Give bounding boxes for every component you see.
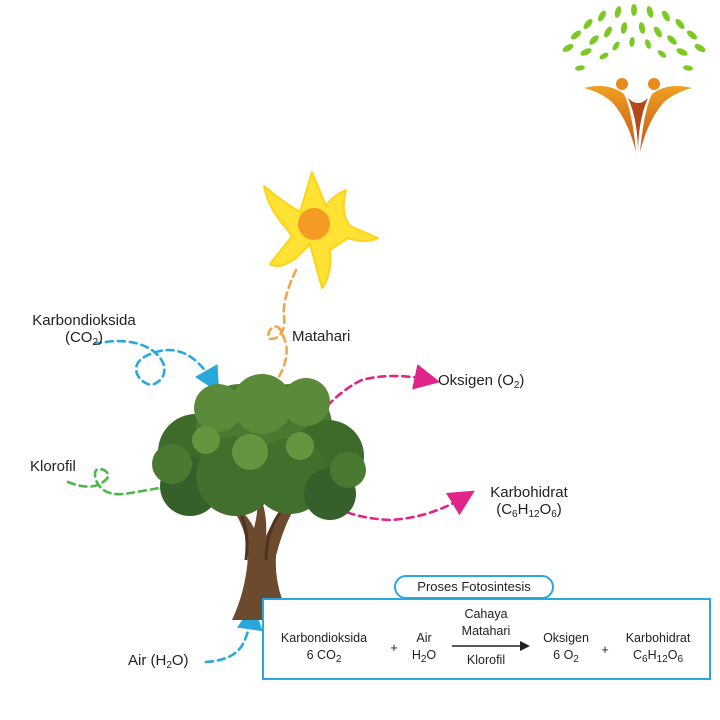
oxygen-arrow [310, 364, 441, 426]
product2-c-sub: 6 [642, 653, 648, 665]
water-end: O) [171, 652, 189, 669]
above-arrow-1: Cahaya [464, 607, 508, 621]
above-arrow-2: Matahari [461, 623, 511, 638]
co2-label: Karbondioksida (CO2) [32, 312, 136, 349]
carb-h: H [517, 501, 529, 519]
water-label: Air (H2O) [128, 652, 189, 671]
reactant1-formula: 6 CO2 [266, 647, 382, 665]
plus-sign-2: + [601, 643, 609, 657]
reactant-water: Air H2O [404, 630, 444, 664]
carb-h-sub: 12 [528, 509, 540, 521]
water-subscript: 2 [166, 660, 172, 671]
oxygen-subscript: 2 [513, 380, 520, 391]
oxygen-label: Oksigen (O2) [438, 372, 525, 391]
oxygen-text: Oksigen (O [438, 372, 514, 389]
reactant1-formula-text: 6 CO [306, 647, 336, 662]
co2-formula: CO [69, 329, 93, 347]
reactant2-formula: H2O [404, 647, 444, 665]
reactant-co2: Karbondioksida 6 CO2 [266, 630, 382, 664]
water-text: Air (H [128, 652, 167, 669]
carb-o: O [539, 501, 552, 519]
product2-o-sub: 6 [677, 653, 684, 665]
plus-sign-1: + [390, 641, 398, 655]
co2-arrow [92, 339, 220, 394]
reaction-arrow [452, 641, 530, 651]
product2-o: O [667, 647, 678, 662]
product-oxygen: Oksigen 6 O2 [534, 630, 598, 664]
product2-name: Karbohidrat [625, 631, 691, 645]
co2-name: Karbondioksida [32, 312, 136, 329]
sun-arrow [266, 268, 298, 384]
product1-formula-text: 6 O [553, 647, 574, 662]
reactant2-name: Air [416, 631, 432, 645]
carb-c: C [501, 501, 513, 519]
water-arrow [204, 603, 263, 664]
reactant2-sub: 2 [420, 653, 427, 665]
product2-h: H [647, 647, 657, 662]
arrow-below-text: Klorofil [466, 653, 506, 667]
carbohydrate-name: Karbohidrat [490, 484, 568, 501]
reactant1-sub: 2 [335, 653, 342, 665]
logo-icon [562, 4, 706, 154]
arrow-above-text: Cahaya Matahari [446, 606, 526, 640]
co2-subscript: 2 [92, 337, 99, 349]
carb-c-sub: 6 [512, 509, 518, 521]
product2-formula: C6H12O6 [612, 647, 704, 665]
product-carbohydrate: Karbohidrat C6H12O6 [612, 630, 704, 664]
equation-title: Proses Fotosintesis [394, 575, 554, 599]
sun-icon [263, 171, 379, 289]
reactant2-o: O [426, 647, 437, 662]
product1-sub: 2 [573, 653, 579, 665]
product2-c: C [632, 647, 642, 662]
reactant2-h: H [411, 647, 421, 662]
tree-icon [152, 374, 366, 620]
chlorophyll-arrow [66, 467, 182, 496]
reactant1-name: Karbondioksida [280, 631, 368, 645]
equation-box [262, 598, 711, 680]
carbohydrate-label: Karbohidrat (C6H12O6) [490, 484, 568, 521]
product1-name: Oksigen [543, 631, 589, 645]
product2-h-sub: 12 [656, 653, 668, 665]
product1-formula: 6 O2 [534, 647, 598, 665]
carb-o-sub: 6 [551, 509, 557, 521]
sun-label: Matahari [292, 328, 351, 345]
chlorophyll-label: Klorofil [30, 458, 76, 475]
